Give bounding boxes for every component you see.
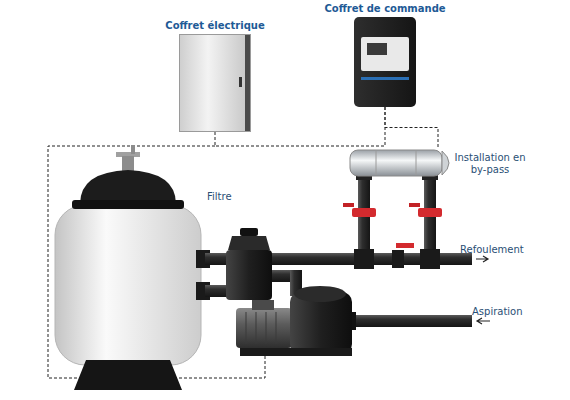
filter-node: Filtre <box>50 145 240 390</box>
box-heading: Coffret électrique <box>165 20 264 32</box>
label-holder: Aspiration <box>472 300 523 319</box>
pipe-label: Refoulement <box>460 244 524 255</box>
control-panel <box>361 37 409 71</box>
part-label: Installation en by-pass <box>454 152 526 176</box>
bypass-node: Installation en by-pass <box>350 148 526 182</box>
uv-bypass-unit <box>343 150 449 269</box>
box-heading: Coffret de commande <box>324 3 445 15</box>
cabinet-latch <box>239 77 242 87</box>
flow-arrow <box>477 318 490 324</box>
part-label: Filtre <box>207 191 232 203</box>
flow-arrow <box>476 256 488 262</box>
control-stripe <box>361 77 409 80</box>
pipe-label: Aspiration <box>472 306 523 317</box>
multiport-valve <box>226 228 272 300</box>
pump <box>236 286 352 356</box>
cabinet-body <box>179 34 251 132</box>
control-unit-body <box>354 17 416 107</box>
control-box: Coffret de commande <box>320 3 450 107</box>
cabinet-door-edge <box>245 35 250 131</box>
control-wire <box>385 107 438 148</box>
filter-tank <box>55 145 210 390</box>
label-holder: Refoulement <box>460 238 524 257</box>
electrical-cabinet: Coffret électrique <box>155 20 275 132</box>
control-display <box>367 43 387 55</box>
